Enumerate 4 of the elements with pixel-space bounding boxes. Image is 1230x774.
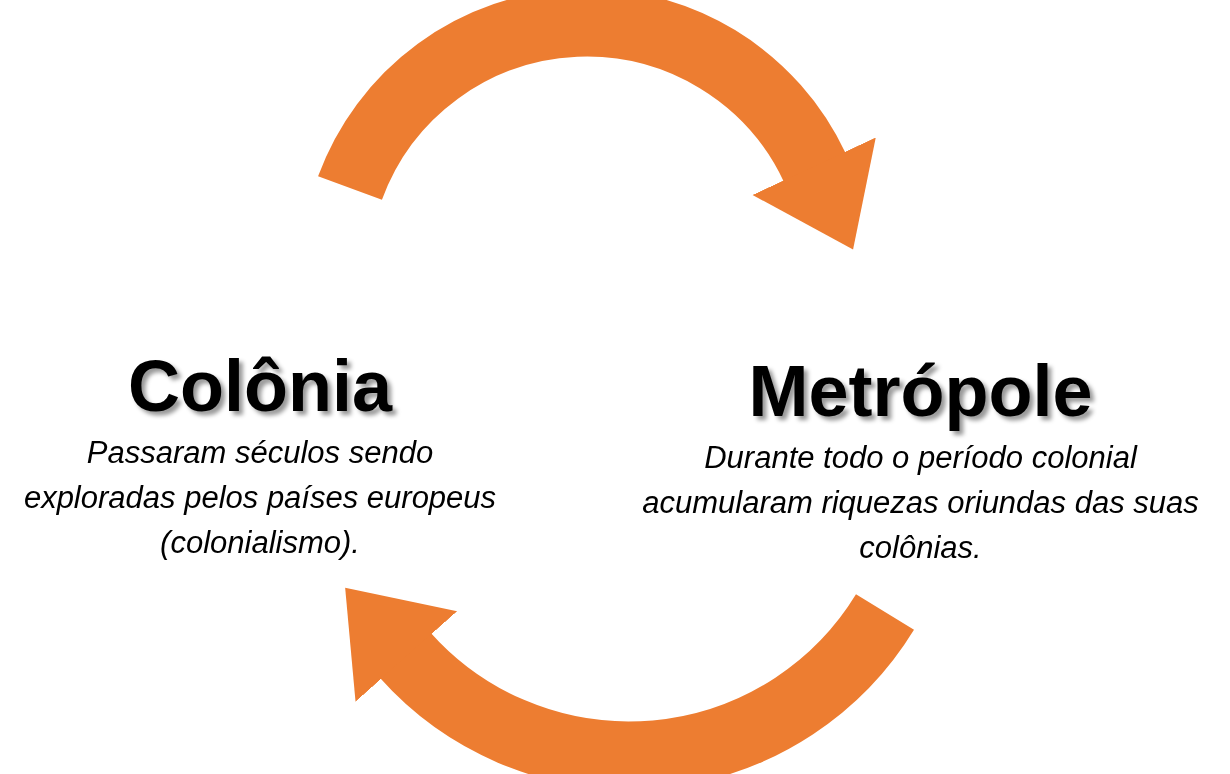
description-text: Durante todo o período colonial acumularam riquezas oriundas das suas colônias.	[641, 439, 1200, 567]
curved-arrow	[318, 0, 874, 248]
heading: Colônia	[128, 350, 392, 422]
description-text: Passaram séculos sendo exploradas pelos países europeus (colonialismo).	[22, 434, 498, 562]
